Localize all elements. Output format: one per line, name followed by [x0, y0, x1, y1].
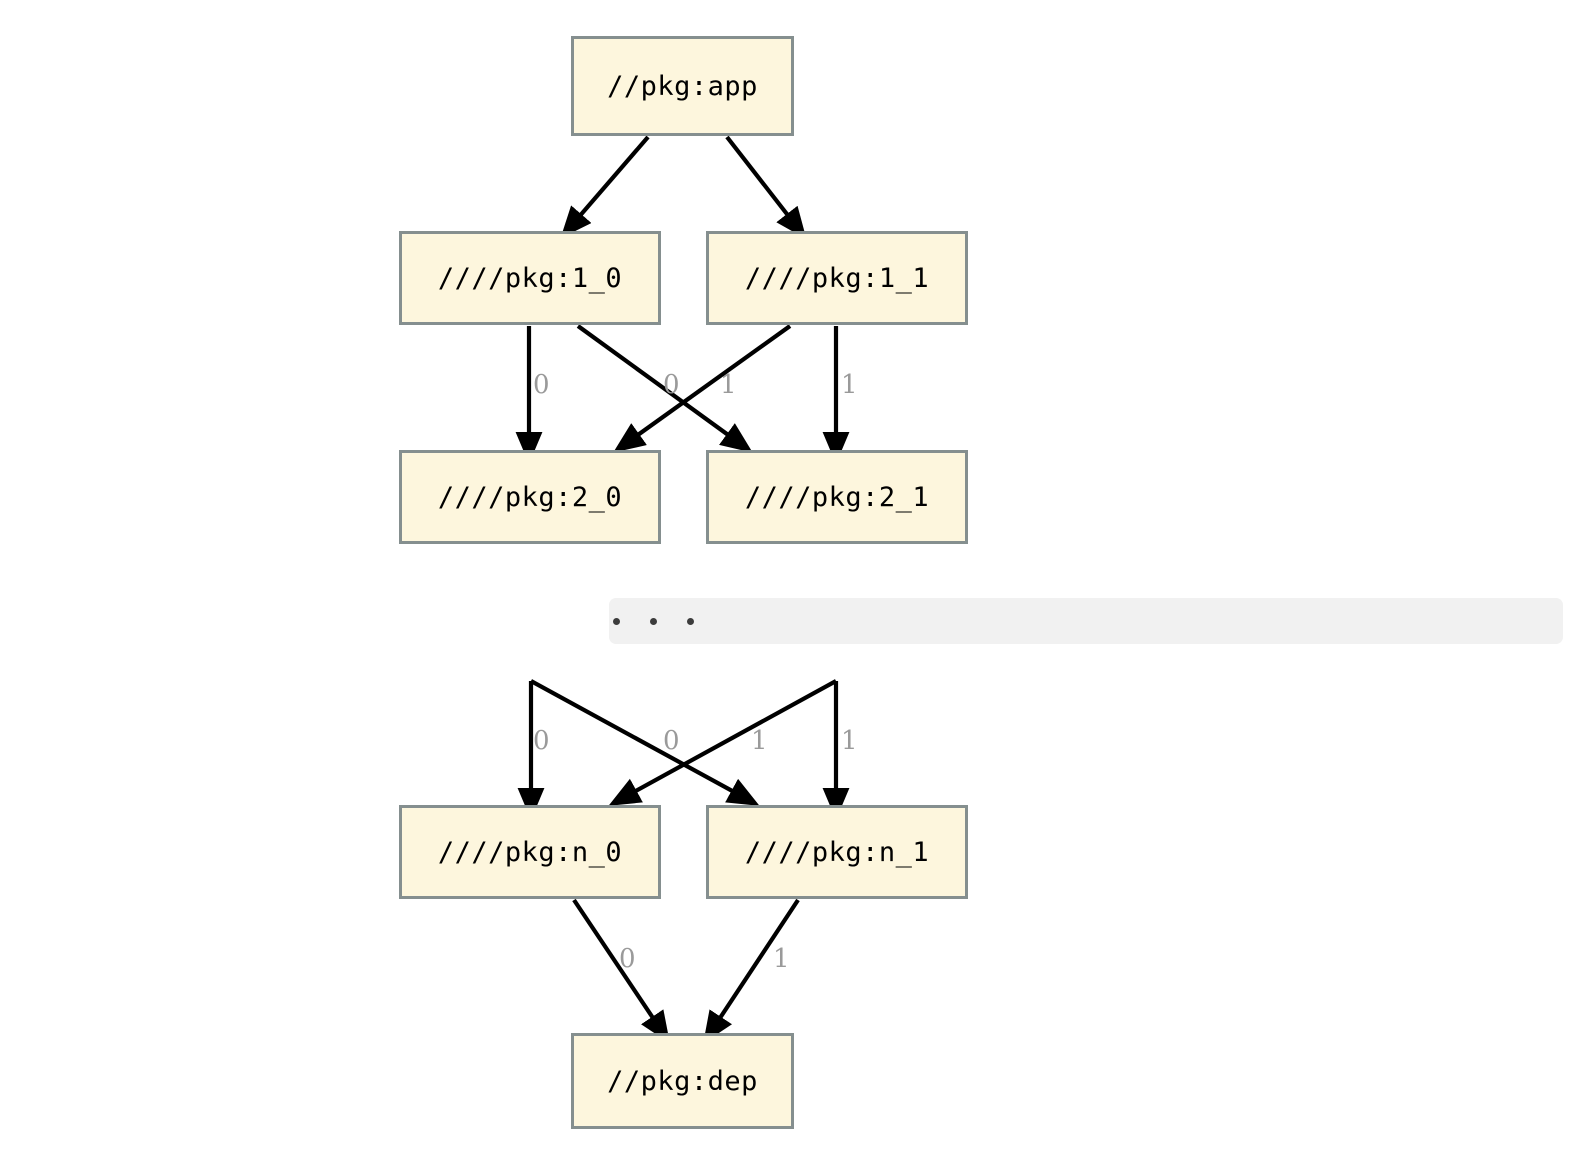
ellipsis-dot [650, 618, 657, 625]
edge-1_1-to-2_0 [613, 324, 792, 453]
node-label: ////pkg:n_0 [437, 836, 623, 868]
edge-label-hidden2-to-n_0: 1 [751, 726, 768, 756]
edge-label-1_1-to-2_1: 1 [841, 370, 858, 400]
node-label: //pkg:dep [607, 1065, 758, 1097]
edge-app-to-1_0 [560, 135, 650, 239]
edge-label-n_1-to-dep: 1 [773, 944, 790, 974]
node-label: ////pkg:n_1 [744, 836, 930, 868]
node-pkg-2_0[interactable]: ////pkg:2_0 [399, 450, 661, 544]
edge-label-hidden-to-n_1: 0 [663, 726, 680, 756]
node-label: ////pkg:2_1 [744, 481, 930, 513]
edge-n_0-to-dep [572, 898, 670, 1044]
node-pkg-1_0[interactable]: ////pkg:1_0 [399, 231, 661, 325]
edge-label-n_0-to-dep: 0 [619, 944, 636, 974]
edge-label-1_0-to-2_0: 0 [533, 370, 550, 400]
node-pkg-n_1[interactable]: ////pkg:n_1 [706, 805, 968, 899]
node-pkg-n_0[interactable]: ////pkg:n_0 [399, 805, 661, 899]
edge-n_1-to-dep [703, 898, 800, 1044]
node-pkg-1_1[interactable]: ////pkg:1_1 [706, 231, 968, 325]
collapsed-levels-band [609, 598, 1563, 644]
node-pkg-2_1[interactable]: ////pkg:2_1 [706, 450, 968, 544]
edge-1_0-to-2_1 [576, 324, 753, 453]
edge-hidden-to-n_1 [529, 679, 760, 806]
edge-label-1_1-to-2_0: 1 [720, 370, 737, 400]
edge-label-hidden-to-n_0: 0 [533, 726, 550, 756]
edge-label-1_0-to-2_1: 0 [663, 370, 680, 400]
ellipsis-dot [613, 618, 620, 625]
node-label: ////pkg:1_1 [744, 262, 930, 294]
ellipsis-dot [687, 618, 694, 625]
node-pkg-app[interactable]: //pkg:app [571, 36, 794, 136]
edge-app-to-1_1 [725, 135, 807, 240]
node-label: ////pkg:1_0 [437, 262, 623, 294]
edge-label-hidden2-to-n_1: 1 [841, 726, 858, 756]
edge-hidden2-to-n_0 [608, 679, 838, 806]
collapsed-levels-dots [613, 618, 694, 625]
node-label: ////pkg:2_0 [437, 481, 623, 513]
node-label: //pkg:app [607, 70, 758, 102]
node-pkg-dep[interactable]: //pkg:dep [571, 1033, 794, 1129]
